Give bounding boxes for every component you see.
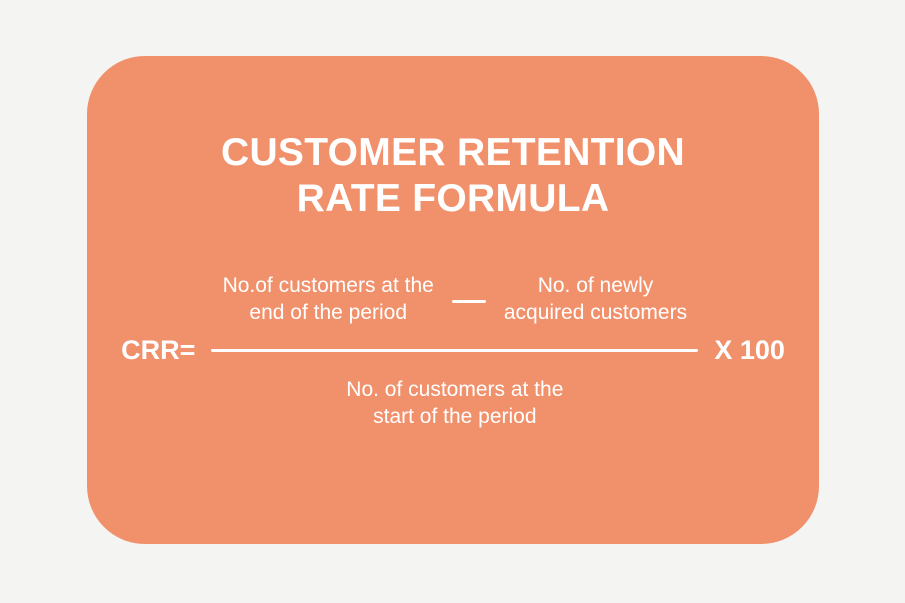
card-title: CUSTOMER RETENTION RATE FORMULA [87, 130, 819, 222]
title-line-2: RATE FORMULA [296, 177, 610, 220]
formula-card: CUSTOMER RETENTION RATE FORMULA CRR= No.… [87, 56, 819, 544]
formula-fraction: No.of customers at the end of the period… [211, 272, 699, 430]
formula-lhs: CRR= [121, 335, 196, 366]
numerator-right-line-1: No. of newly [537, 274, 654, 297]
numerator-right-term: No. of newly acquired customers [504, 272, 687, 326]
numerator-left-line-2: end of the period [249, 301, 408, 324]
fraction-divider-line [211, 349, 699, 352]
crr-formula: CRR= No.of customers at the end of the p… [87, 272, 819, 430]
denominator-line-2: start of the period [373, 404, 537, 428]
numerator-left-term: No.of customers at the end of the period [223, 272, 434, 326]
minus-operator-icon [451, 300, 486, 303]
denominator-line-1: No. of customers at the [346, 377, 564, 401]
formula-denominator: No. of customers at the start of the per… [346, 376, 563, 430]
formula-numerator: No.of customers at the end of the period… [223, 272, 688, 326]
numerator-right-line-2: acquired customers [503, 301, 688, 324]
title-line-1: CUSTOMER RETENTION [220, 131, 686, 174]
formula-multiplier: X 100 [714, 335, 785, 366]
numerator-left-line-1: No.of customers at the [222, 274, 434, 297]
